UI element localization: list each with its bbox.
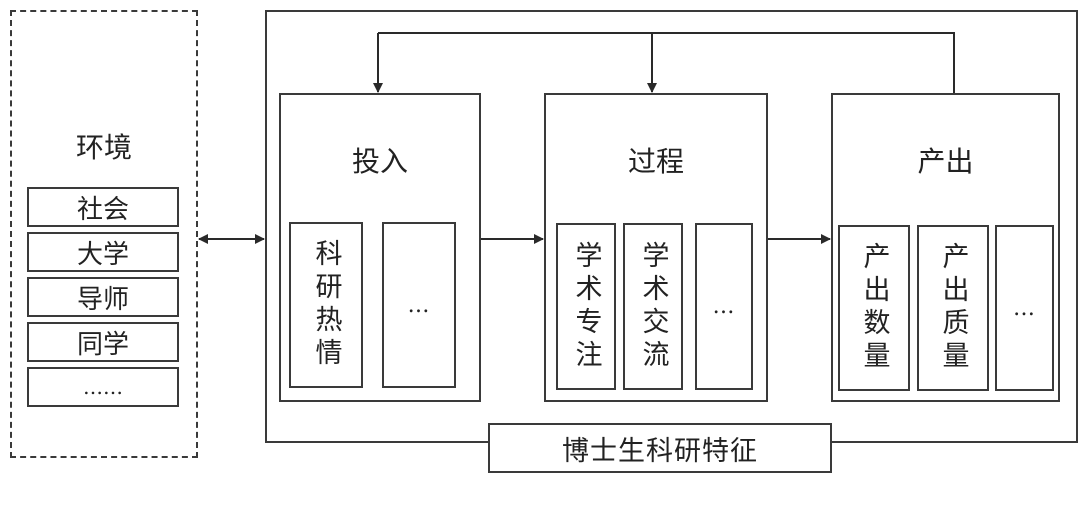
environment-item-more: …… [27,367,179,407]
input-title: 投入 [351,145,408,178]
process-item-academic-focus: 学术专注 [556,223,616,390]
input-item-more: … [382,222,456,388]
doctoral-research-label: 博士生科研特征 [488,423,832,473]
environment-item-supervisor: 导师 [27,277,179,317]
environment-title: 环境 [75,131,132,164]
output-item-quantity: 产出数量 [838,225,910,391]
output-item-quality: 产出质量 [917,225,989,391]
environment-item-society: 社会 [27,187,179,227]
process-item-more: … [695,223,753,390]
process-item-academic-exchange: 学术交流 [623,223,683,390]
environment-item-classmates: 同学 [27,322,179,362]
feedback-loop-line [378,32,955,93]
environment-item-university: 大学 [27,232,179,272]
process-title: 过程 [627,145,684,178]
output-item-more: … [995,225,1054,391]
input-item-research-passion: 科研热情 [289,222,363,388]
output-title: 产出 [917,145,974,178]
